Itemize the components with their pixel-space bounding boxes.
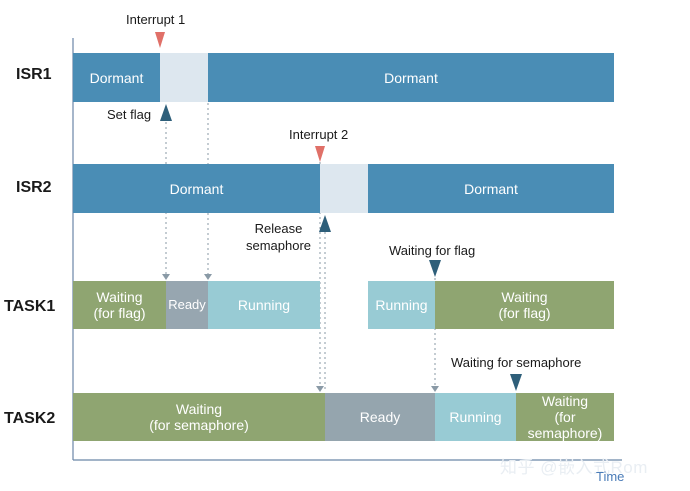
task1-waiting-segment: Waiting (for flag) <box>73 281 166 329</box>
task2-waiting-segment: Waiting (for semaphore) <box>73 393 325 441</box>
task2-running-segment: Running <box>435 393 516 441</box>
interrupt2-label: Interrupt 2 <box>289 127 349 142</box>
interrupt2-marker-icon <box>315 146 325 162</box>
waiting-for-semaphore-label: Waiting for semaphore <box>451 355 582 370</box>
isr2-active-segment <box>320 164 368 213</box>
task1-running-segment: Running <box>208 281 320 329</box>
arrowhead-waiting-flag <box>431 386 439 392</box>
isr1-dormant-segment: Dormant <box>208 53 614 102</box>
watermark: 知乎 @嵌入式Rom <box>500 458 648 477</box>
waiting-for-flag-marker-icon <box>429 260 441 277</box>
task1-running-segment: Running <box>368 281 435 329</box>
row-label-task2: TASK2 <box>4 410 56 427</box>
waiting-for-semaphore-marker-icon <box>510 374 522 391</box>
arrowhead-isr1-return <box>204 274 212 280</box>
row-label-task1: TASK1 <box>4 298 56 315</box>
set-flag-marker-icon <box>160 104 172 121</box>
task2-ready-segment: Ready <box>325 393 435 441</box>
release-semaphore-label: Release semaphore <box>246 221 312 253</box>
interrupt1-marker-icon <box>155 32 165 48</box>
task2-waiting-segment: Waiting (for semaphore) <box>516 393 614 441</box>
row-label-isr1: ISR1 <box>16 66 52 83</box>
interrupt1-label: Interrupt 1 <box>126 12 186 27</box>
arrowhead-set-flag <box>162 274 170 280</box>
isr1-active-segment <box>160 53 208 102</box>
set-flag-label: Set flag <box>107 107 152 122</box>
isr2-dormant-segment: Dormant <box>73 164 320 213</box>
row-label-isr2: ISR2 <box>16 179 52 196</box>
arrowhead-interrupt2 <box>316 386 324 392</box>
time-axis-label: Time <box>596 469 625 484</box>
isr1-dormant-segment: Dormant <box>73 53 160 102</box>
release-semaphore-marker-icon <box>319 215 331 232</box>
task1-waiting-segment: Waiting (for flag) <box>435 281 614 329</box>
isr2-dormant-segment: Dormant <box>368 164 614 213</box>
waiting-for-flag-label: Waiting for flag <box>389 243 476 258</box>
task1-ready-segment: Ready <box>166 281 208 329</box>
